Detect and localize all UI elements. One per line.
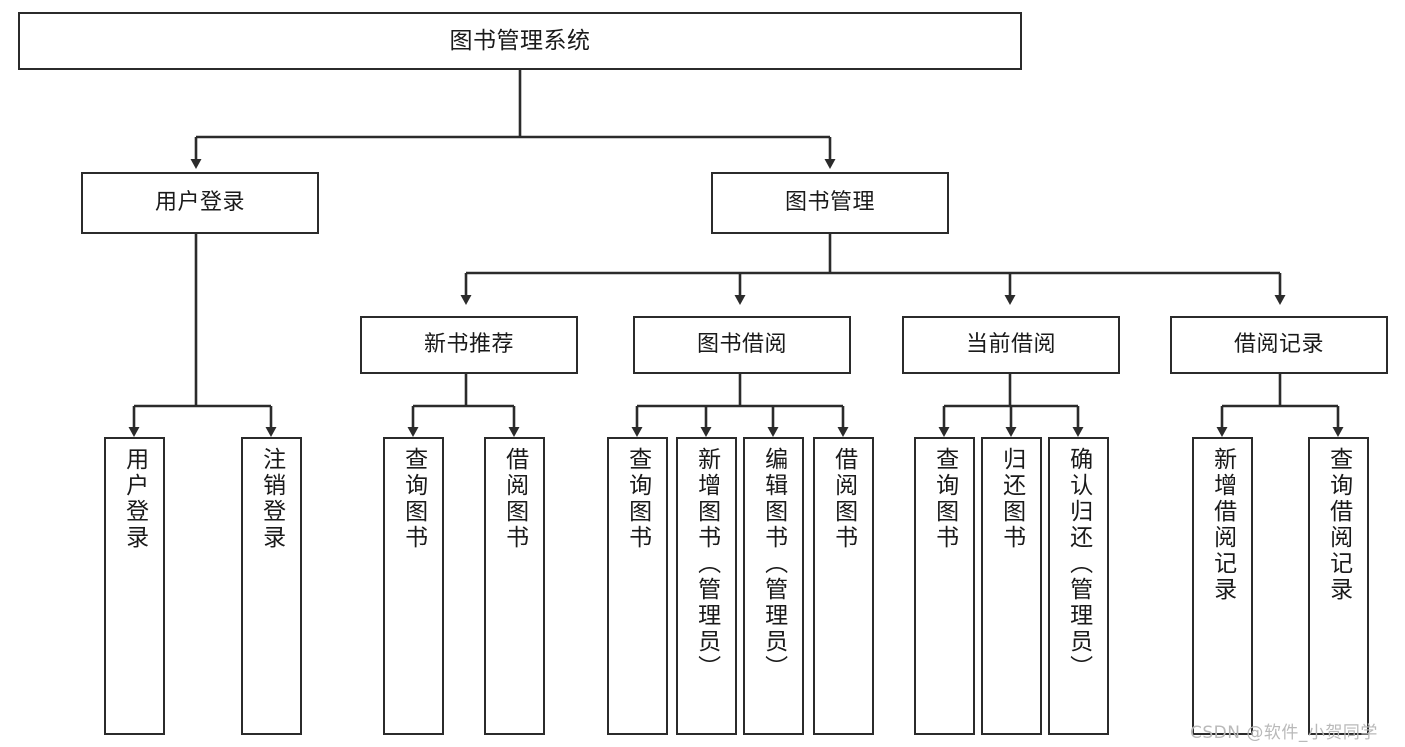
leaf-current-query-book[interactable]: 查询图书	[914, 437, 975, 735]
node-label: 借阅图书	[501, 447, 528, 551]
node-label: 借阅图书	[830, 447, 857, 551]
leaf-current-return-book[interactable]: 归还图书	[981, 437, 1042, 735]
node-label: 图书管理系统	[449, 27, 591, 54]
node-book-borrowing[interactable]: 图书借阅	[633, 316, 851, 374]
node-user-login[interactable]: 用户登录	[81, 172, 319, 234]
node-label: 用户登录	[121, 447, 148, 551]
node-new-book-recommendation[interactable]: 新书推荐	[360, 316, 578, 374]
node-label: 查询图书	[931, 447, 958, 551]
node-book-management[interactable]: 图书管理	[711, 172, 949, 234]
node-label: 新增借阅记录	[1209, 447, 1236, 603]
leaf-borrowing-add-book-admin[interactable]: 新增图书（管理员）	[676, 437, 737, 735]
leaf-recommendation-borrow-book[interactable]: 借阅图书	[484, 437, 545, 735]
node-label: 图书管理	[784, 189, 875, 215]
leaf-record-query-borrowing-record[interactable]: 查询借阅记录	[1308, 437, 1369, 735]
leaf-user-logout[interactable]: 注销登录	[241, 437, 302, 735]
node-root-book-management-system[interactable]: 图书管理系统	[18, 12, 1022, 70]
node-label: 查询借阅记录	[1325, 447, 1352, 603]
leaf-current-confirm-return-admin[interactable]: 确认归还（管理员）	[1048, 437, 1109, 735]
node-label: 新增图书（管理员）	[693, 447, 720, 681]
node-label: 图书借阅	[696, 331, 787, 357]
node-current-borrowing[interactable]: 当前借阅	[902, 316, 1120, 374]
leaf-recommendation-query-book[interactable]: 查询图书	[383, 437, 444, 735]
node-label: 用户登录	[154, 189, 245, 215]
leaf-borrowing-query-book[interactable]: 查询图书	[607, 437, 668, 735]
node-label: 归还图书	[998, 447, 1025, 551]
node-label: 新书推荐	[423, 331, 514, 357]
node-label: 当前借阅	[965, 331, 1056, 357]
node-label: 借阅记录	[1233, 331, 1324, 357]
node-label: 确认归还（管理员）	[1065, 447, 1092, 681]
csdn-watermark: CSDN @软件_小贺同学	[1190, 723, 1378, 743]
node-label: 注销登录	[258, 447, 285, 551]
leaf-borrowing-edit-book-admin[interactable]: 编辑图书（管理员）	[743, 437, 804, 735]
leaf-user-login[interactable]: 用户登录	[104, 437, 165, 735]
leaf-borrowing-borrow-book[interactable]: 借阅图书	[813, 437, 874, 735]
node-label: 查询图书	[624, 447, 651, 551]
leaf-record-add-borrowing-record[interactable]: 新增借阅记录	[1192, 437, 1253, 735]
node-borrowing-record[interactable]: 借阅记录	[1170, 316, 1388, 374]
node-label: 查询图书	[400, 447, 427, 551]
node-label: 编辑图书（管理员）	[760, 447, 787, 681]
